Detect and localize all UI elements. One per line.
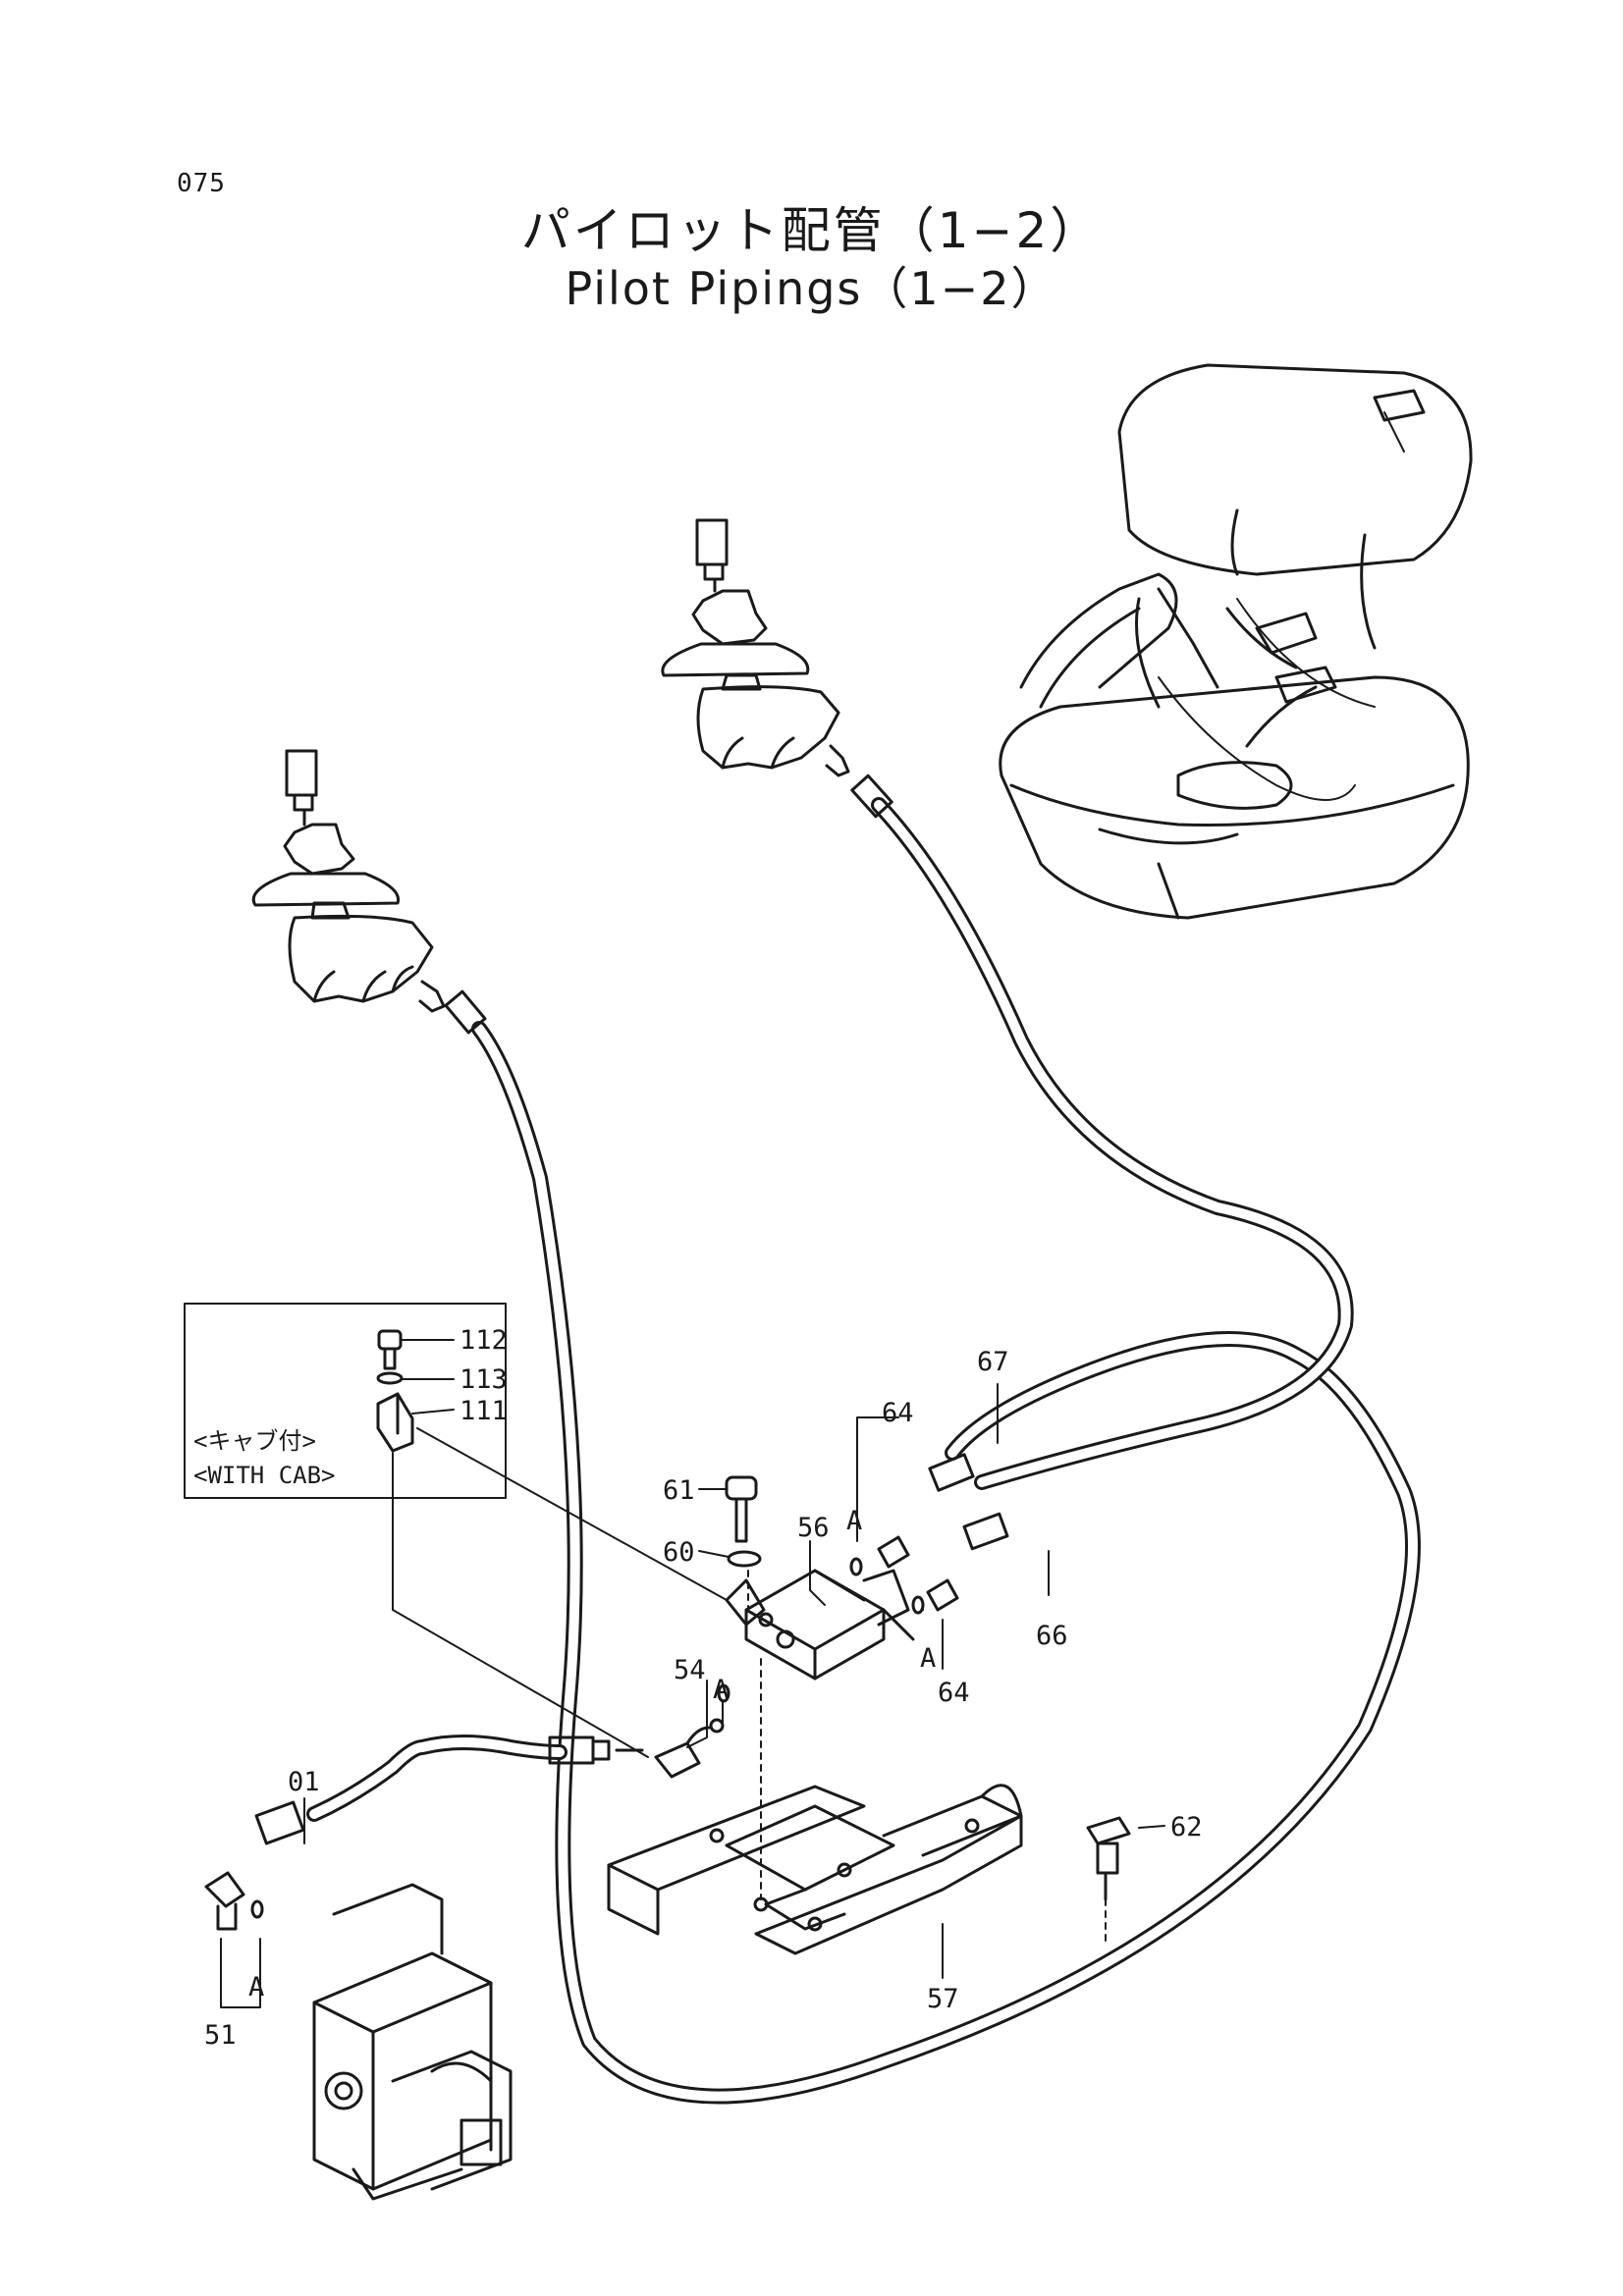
page-title-japanese: パイロット配管（1−2） bbox=[520, 202, 1103, 259]
callout-54: 54 bbox=[674, 1655, 706, 1685]
page-number: 075 bbox=[177, 169, 226, 198]
callout-61: 61 bbox=[663, 1475, 695, 1506]
callout-113: 113 bbox=[460, 1364, 508, 1395]
callout-57: 57 bbox=[927, 1984, 959, 2014]
mark-a-51: A bbox=[248, 1972, 264, 2002]
mark-a-54: A bbox=[713, 1675, 729, 1705]
callout-62: 62 bbox=[1170, 1812, 1203, 1842]
inset-label-japanese: <キャブ付> bbox=[193, 1427, 316, 1455]
callout-112: 112 bbox=[460, 1325, 508, 1356]
right-pilot-valve-illustration bbox=[661, 518, 850, 777]
pilot-hoses bbox=[254, 774, 1421, 2105]
operator-seat-illustration bbox=[999, 363, 1473, 920]
mark-a-56: A bbox=[846, 1506, 862, 1536]
mark-a-64: A bbox=[920, 1643, 936, 1674]
inset-label-english: <WITH CAB> bbox=[193, 1462, 336, 1489]
callout-111: 111 bbox=[460, 1396, 508, 1426]
callout-60: 60 bbox=[663, 1537, 695, 1568]
pilot-valve-block-illustration bbox=[654, 1475, 959, 1900]
page-title-english: Pilot Pipings（1−2） bbox=[565, 262, 1058, 315]
callout-66: 66 bbox=[1036, 1621, 1068, 1651]
callout-01: 01 bbox=[288, 1767, 320, 1797]
callout-67: 67 bbox=[977, 1347, 1009, 1377]
callout-leader-lines bbox=[220, 1339, 1165, 2008]
mounting-bracket-illustration bbox=[607, 1784, 1023, 1955]
pump-unit-illustration bbox=[204, 1871, 513, 2201]
with-cab-inset bbox=[184, 1303, 728, 1758]
callout-56: 56 bbox=[797, 1513, 830, 1543]
bolt-62-illustration bbox=[1086, 1816, 1131, 1945]
callout-labels: 112 113 111 <キャブ付> <WITH CAB> 61 60 56 5… bbox=[193, 1325, 1203, 2051]
left-pilot-valve-illustration bbox=[251, 749, 446, 1013]
callout-64-upper: 64 bbox=[882, 1398, 914, 1428]
callout-51: 51 bbox=[204, 2020, 237, 2051]
callout-64-lower: 64 bbox=[938, 1678, 970, 1708]
